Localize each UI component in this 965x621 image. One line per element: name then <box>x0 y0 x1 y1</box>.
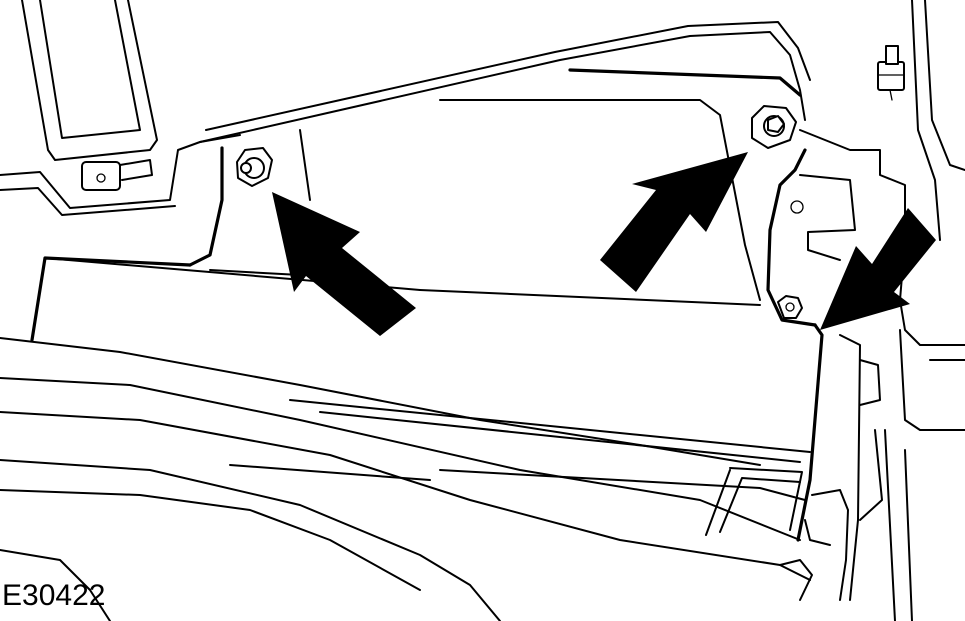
lower-crossmember <box>0 337 813 621</box>
upper-panel <box>188 21 811 306</box>
arrow-icon <box>600 152 748 292</box>
upper-right-bolt <box>877 45 905 101</box>
arrow-icon <box>820 208 936 330</box>
upper-left-bracket <box>0 0 241 216</box>
right-bolt <box>751 105 817 327</box>
figure-label: E30422 <box>2 579 106 612</box>
lower-nut-arrow <box>820 208 936 330</box>
left-bolt-arrow <box>272 192 416 336</box>
right-bolt-arrow <box>600 152 748 292</box>
left-bolt <box>236 147 273 187</box>
arrow-icon <box>272 192 416 336</box>
lower-nut <box>777 295 803 319</box>
module-housing <box>30 256 849 601</box>
